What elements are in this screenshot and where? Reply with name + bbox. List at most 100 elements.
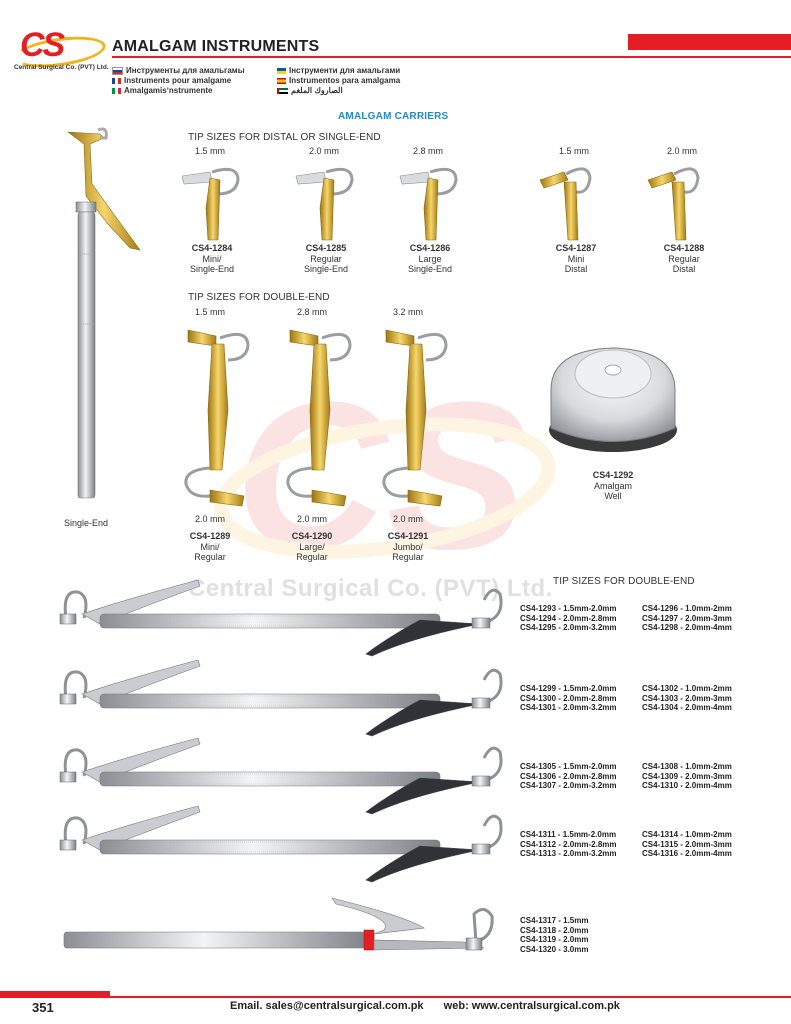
product-code: CS4-1289 (189, 531, 231, 541)
tip-size-label: 2.8 mm (412, 146, 443, 156)
company-name: Central Surgical Co. (PVT) Ltd. (14, 64, 109, 71)
product-desc: Amalgam (593, 480, 632, 491)
code-entry: CS4-1295 - 2.0mm-3.2mm (520, 623, 617, 633)
flag-icon (277, 77, 286, 84)
flag-icon (277, 67, 286, 74)
code-entry: CS4-1311 - 1.5mm-2.0mm (520, 830, 617, 839)
language-item: Instrumentos para amalgama (277, 76, 400, 85)
tip-size-label: 1.5 mm (194, 307, 225, 317)
code-entry: CS4-1312 - 2.0mm-2.8mm (520, 839, 617, 849)
header-red-bar (628, 34, 791, 50)
tip-size-label: 2.8 mm (296, 307, 327, 317)
carrier-image (295, 167, 354, 241)
tip-size-label: 2.0 mm (666, 146, 697, 156)
footer-red-bar (0, 991, 110, 997)
email-link[interactable]: Email. sales@centralsurgical.com.pk (230, 1000, 424, 1012)
carrier-caption: CS4-1285 Regular Single-End (286, 243, 366, 275)
code-entry: CS4-1301 - 2.0mm-3.2mm (520, 703, 617, 713)
code-entry: CS4-1307 - 2.0mm-3.2mm (520, 781, 617, 791)
product-desc: Regular (668, 253, 700, 264)
watermark-logo-icon: CS (214, 358, 556, 593)
code-entry: CS4-1319 - 2.0mm (520, 935, 589, 945)
double-end-carrier-image (184, 329, 250, 507)
language-item: Instruments pour amalgame (112, 76, 231, 85)
svg-text:CS: CS (235, 358, 527, 593)
web-link[interactable]: web: www.centralsurgical.com.pk (443, 1000, 620, 1012)
product-desc: Jumbo/ (393, 541, 423, 552)
product-code: CS4-1287 (555, 243, 597, 253)
product-desc: Single-End (189, 264, 235, 274)
tip-size-label: 2.0 mm (308, 146, 339, 156)
flag-icon (112, 66, 123, 75)
product-code: CS4-1285 (305, 243, 347, 253)
double-end-carrier-image (382, 329, 448, 507)
product-desc: Distal (672, 264, 696, 274)
code-entry: CS4-1300 - 2.0mm-2.8mm (520, 693, 617, 703)
footer-divider (0, 996, 791, 998)
page-title: AMALGAM INSTRUMENTS (112, 38, 320, 55)
product-desc: Regular (392, 552, 424, 562)
code-entry: CS4-1302 - 1.0mm-2mm (642, 684, 732, 693)
tip-size-label: 2.0 mm (296, 514, 327, 524)
code-entry: CS4-1294 - 2.0mm-2.8mm (520, 613, 617, 623)
double-end-carrier-image (286, 329, 352, 507)
product-desc: Mini/ (202, 253, 222, 264)
watermark-text: Central Surgical Co. (PVT) Ltd. (188, 575, 553, 602)
product-code: CS4-1288 (663, 243, 705, 253)
code-entry: CS4-1308 - 1.0mm-2mm (642, 762, 732, 771)
footer-contact: Email. sales@centralsurgical.com.pk web:… (230, 1000, 620, 1012)
single-end-carrier-image (67, 127, 141, 499)
product-desc: Mini (567, 253, 585, 264)
double-end-list-subtitle: TIP SIZES FOR DOUBLE-END (553, 576, 695, 587)
carrier-image (647, 167, 700, 241)
single-end-subtitle: TIP SIZES FOR DISTAL OR SINGLE-END (188, 132, 381, 143)
product-desc: Distal (564, 264, 588, 274)
code-entry: CS4-1315 - 2.0mm-3mm (642, 839, 732, 849)
product-desc: Mini/ (200, 541, 220, 552)
double-end-instrument-image (59, 737, 503, 815)
product-code: CS4-1286 (409, 243, 451, 253)
code-entry: CS4-1296 - 1.0mm-2mm (642, 604, 732, 613)
flag-icon (112, 87, 121, 94)
code-entry: CS4-1298 - 2.0mm-4mm (642, 623, 732, 633)
product-code: CS4-1292 (592, 470, 634, 480)
code-entry: CS4-1293 - 1.5mm-2.0mm (520, 604, 617, 613)
carrier-caption: CS4-1284 Mini/ Single-End (172, 243, 252, 275)
product-desc: Regular (296, 552, 328, 562)
header-divider (112, 56, 791, 58)
language-item: Інструменти для амальгами (277, 66, 400, 75)
product-desc: Large/ (299, 541, 325, 552)
page-number: 351 (32, 1000, 54, 1015)
language-item: Amalgamisʼnstrumente (112, 86, 212, 95)
tip-size-label: 2.0 mm (392, 514, 423, 524)
double-end-subtitle: TIP SIZES FOR DOUBLE-END (188, 292, 330, 303)
single-end-instrument-image (63, 897, 494, 951)
carrier-caption: CS4-1289 Mini/ Regular (170, 531, 250, 563)
product-code: CS4-1284 (191, 243, 233, 253)
carrier-caption: CS4-1288 Regular Distal (644, 243, 724, 275)
product-code: CS4-1290 (291, 531, 333, 541)
code-entry: CS4-1318 - 2.0mm (520, 925, 589, 935)
amalgam-well-caption: CS4-1292 Amalgam Well (573, 470, 653, 502)
double-end-instrument-image (59, 805, 503, 883)
carrier-image (181, 167, 240, 241)
code-entry: CS4-1310 - 2.0mm-4mm (642, 781, 732, 791)
carrier-image (399, 167, 458, 241)
product-desc: Well (604, 491, 622, 501)
product-desc: Large (418, 253, 442, 264)
code-entry: CS4-1320 - 3.0mm (520, 944, 589, 954)
product-desc: Regular (310, 253, 342, 264)
carrier-caption: CS4-1291 Jumbo/ Regular (368, 531, 448, 563)
flag-icon (277, 87, 288, 94)
language-item: الصاروك الملغم (277, 86, 343, 95)
single-end-label: Single-End (64, 518, 109, 528)
code-entry: CS4-1297 - 2.0mm-3mm (642, 613, 732, 623)
